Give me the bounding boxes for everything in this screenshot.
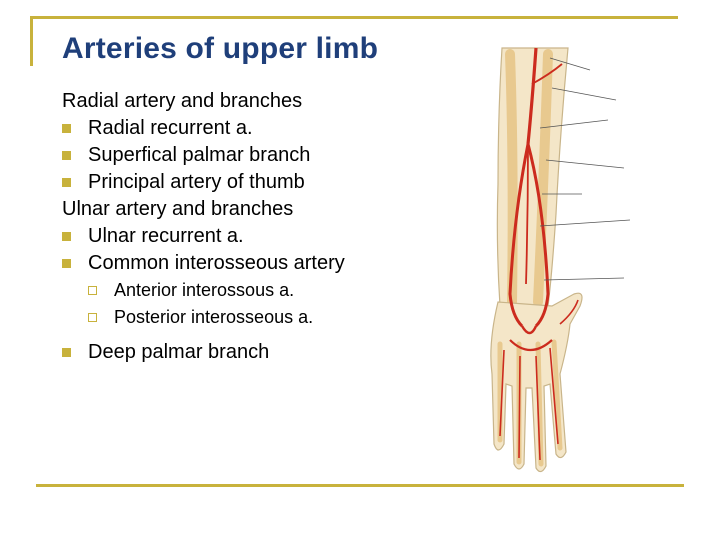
list-item-label: Ulnar recurrent a. [88, 225, 244, 247]
list-item: Superfical palmar branch [62, 142, 462, 169]
list-item-label: Common interosseous artery [88, 252, 345, 274]
list-item: Radial recurrent a. [62, 115, 462, 142]
square-bullet-icon [62, 124, 71, 133]
sub-list-item-label: Anterior interossous a. [114, 280, 295, 300]
frame-left-rule [30, 16, 33, 66]
list-item-label: Superfical palmar branch [88, 144, 311, 166]
square-bullet-icon [62, 348, 71, 357]
list-item-label: Principal artery of thumb [88, 171, 305, 193]
frame-top-rule [30, 16, 678, 19]
square-bullet-icon [62, 232, 71, 241]
square-bullet-icon [62, 178, 71, 187]
arm-arteries-illustration [490, 47, 631, 473]
square-bullet-icon [62, 259, 71, 268]
frame-bottom-rule [36, 484, 684, 487]
list-item: Ulnar recurrent a. [62, 223, 462, 250]
bullet-content: Radial artery and branches Radial recurr… [62, 88, 462, 366]
list-item-label: Deep palmar branch [88, 341, 270, 363]
sub-list-item-label: Posterior interosseous a. [114, 307, 314, 327]
hollow-square-bullet-icon [88, 313, 97, 322]
list-item: Principal artery of thumb [62, 169, 462, 196]
square-bullet-icon [62, 151, 71, 160]
section-heading-radial: Radial artery and branches [62, 90, 303, 112]
sub-list-item: Posterior interosseous a. [62, 304, 462, 331]
list-item-label: Radial recurrent a. [88, 117, 253, 139]
section-heading-ulnar: Ulnar artery and branches [62, 198, 294, 220]
sub-list-item: Anterior interossous a. [62, 277, 462, 304]
list-item: Deep palmar branch [62, 339, 462, 366]
list-item: Common interosseous artery [62, 250, 462, 277]
page-title: Arteries of upper limb [62, 32, 379, 65]
hollow-square-bullet-icon [88, 286, 97, 295]
